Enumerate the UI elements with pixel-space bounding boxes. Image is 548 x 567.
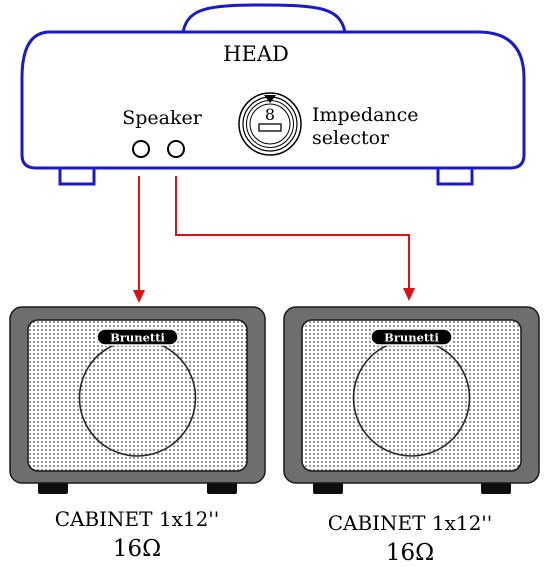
amp-head: HEAD Speaker 8 Impedance selector	[20, 3, 526, 186]
cabinet-1: Brunetti	[9, 306, 266, 494]
cabinet-1-speaker-cone	[78, 339, 197, 457]
speaker-label: Speaker	[122, 107, 203, 129]
cabinet-2-impedance: 16Ω	[386, 540, 434, 566]
impedance-label-line1: Impedance	[312, 104, 419, 126]
head-handle	[181, 3, 347, 33]
cabinet-2-brand: Brunetti	[384, 331, 439, 345]
cabinet-1-badge	[96, 328, 179, 346]
cabinet-1-model: CABINET 1x12''	[55, 507, 220, 531]
cabinet-2: Brunetti	[283, 306, 540, 494]
impedance-selector[interactable]: 8	[238, 92, 302, 156]
selector-slot	[258, 123, 282, 132]
speaker-jack-1[interactable]	[132, 140, 150, 158]
speaker-cables	[133, 176, 415, 303]
cabinet-2-badge	[370, 328, 453, 346]
speaker-jack-2[interactable]	[167, 140, 185, 158]
cable-right-arrow-icon	[403, 288, 415, 301]
selector-pointer-icon	[264, 95, 276, 103]
cabinet-2-model: CABINET 1x12''	[328, 511, 493, 535]
cabinet-2-speaker-cone	[352, 339, 471, 457]
cabinet-1-brand: Brunetti	[110, 331, 165, 345]
cabinet-1-impedance: 16Ω	[113, 536, 161, 562]
impedance-value: 8	[265, 105, 275, 124]
impedance-label-line2: selector	[312, 127, 390, 149]
cable-left-arrow-icon	[133, 290, 145, 303]
head-title: HEAD	[223, 42, 289, 66]
cable-right	[175, 176, 410, 290]
